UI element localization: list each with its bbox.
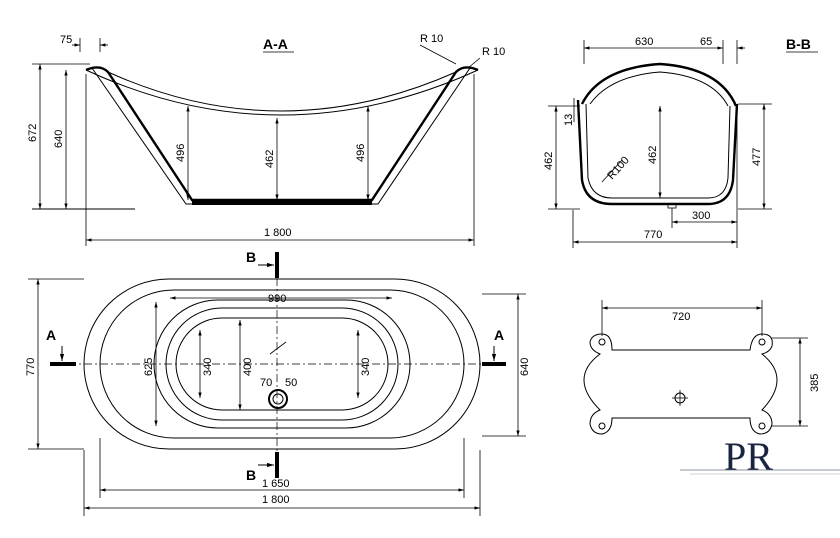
section-bb-title: B-B (786, 36, 811, 52)
dim-400: 400 (242, 358, 254, 376)
base-outline (583, 333, 778, 435)
dim-462-left: 462 (543, 152, 555, 170)
section-bb-view: B-B 630 65 13 462 R100 462 (543, 36, 818, 248)
dim-70: 70 (260, 377, 272, 389)
dim-r100: R100 (605, 154, 632, 182)
cut-label-b-bottom: B (246, 467, 256, 483)
cut-label-b-top: B (246, 249, 256, 265)
dim-1800-plan: 1 800 (262, 494, 290, 506)
dim-720: 720 (672, 311, 690, 323)
plan-view: 70 50 B B A A 990 770 625 340 400 (25, 249, 531, 516)
dim-640-plan: 640 (519, 358, 531, 376)
base-footprint-view: 720 385 (583, 300, 821, 435)
drain (268, 389, 288, 409)
logo-letters: PR (724, 434, 773, 479)
dim-1650: 1 650 (262, 478, 290, 490)
dim-990: 990 (268, 293, 286, 305)
brand-logo: PR (680, 434, 840, 479)
section-aa-view: A-A 75 R 10 R 10 672 640 496 462 (27, 33, 505, 246)
dim-477: 477 (751, 148, 763, 166)
cut-label-a-left: A (46, 327, 56, 343)
dim-300: 300 (692, 210, 710, 222)
dim-462: 462 (264, 150, 276, 168)
dim-625: 625 (143, 358, 155, 376)
dim-630: 630 (635, 36, 653, 48)
dim-385: 385 (809, 374, 821, 392)
dim-r10-a: R 10 (420, 33, 443, 45)
cut-label-a-right: A (494, 327, 504, 343)
section-aa-title: A-A (263, 36, 288, 52)
dim-340-left: 340 (202, 358, 214, 376)
dim-75: 75 (60, 34, 72, 46)
tub-cross-section (576, 99, 739, 206)
dim-640: 640 (53, 130, 65, 148)
dim-13: 13 (563, 114, 575, 126)
dim-462-inner: 462 (647, 146, 659, 164)
dim-50: 50 (285, 377, 297, 389)
dim-340-right: 340 (360, 358, 372, 376)
dim-770-plan: 770 (25, 358, 37, 376)
dim-65: 65 (700, 36, 712, 48)
dim-1800-aa: 1 800 (264, 227, 292, 239)
dim-770-bb: 770 (644, 229, 662, 241)
dim-672: 672 (27, 124, 39, 142)
dim-r10-b: R 10 (482, 46, 505, 58)
dim-496-right: 496 (355, 144, 367, 162)
dim-496-left: 496 (175, 144, 187, 162)
